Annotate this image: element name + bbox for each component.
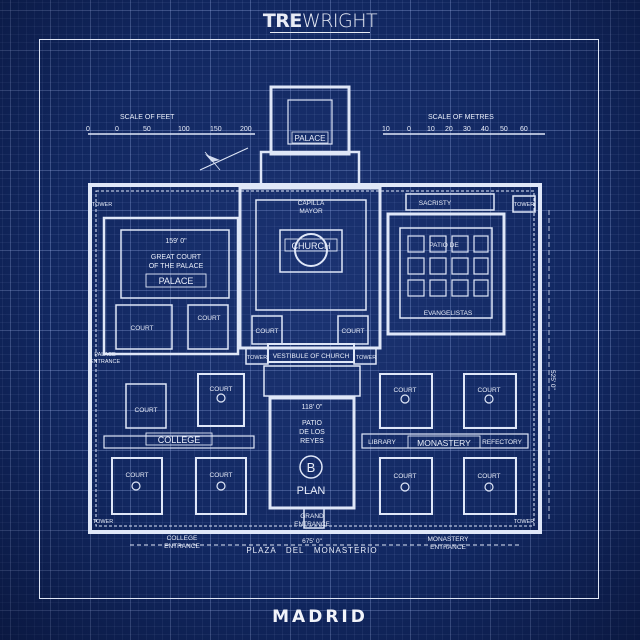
court-fountains <box>131 393 494 492</box>
label-court-2: COURT <box>198 315 221 322</box>
label-college: COLLEGE <box>158 435 201 445</box>
scale-metres-tick-8: 60 <box>520 126 528 133</box>
scale-feet-tick-1: 0 <box>86 126 90 133</box>
label-college-entrance-2: ENTRANCE <box>164 543 200 550</box>
label-court-9: COURT <box>126 472 149 479</box>
brand-name-bold: TRE <box>262 10 303 32</box>
label-plaza: PLAZA DEL MONASTERIO <box>246 546 377 555</box>
scale-metres-tick-6: 40 <box>481 126 489 133</box>
label-tower-w: TOWER <box>247 355 267 361</box>
label-court-11: COURT <box>394 473 417 480</box>
label-capilla: CAPILLA <box>298 200 325 207</box>
label-patio-evang-2: EVANGELISTAS <box>424 310 473 317</box>
label-patio-reyes-3: REYES <box>300 438 324 445</box>
scale-feet-tick-4: 100 <box>178 126 190 133</box>
label-dim-118: 118' 0" <box>302 404 323 411</box>
scale-metres-tick-1: 10 <box>382 126 390 133</box>
scale-feet-tick-3: 50 <box>143 126 151 133</box>
label-library: LIBRARY <box>368 439 396 446</box>
label-college-entrance-1: COLLEGE <box>167 535 198 542</box>
label-dim-675: 675' 0" <box>302 538 323 545</box>
scale-metres-tick-4: 20 <box>445 126 453 133</box>
label-court-6: COURT <box>210 386 233 393</box>
label-plan-letter: B <box>307 460 316 475</box>
label-court-7: COURT <box>394 387 417 394</box>
north-arrow-icon <box>199 147 249 171</box>
label-dim-159: 159' 0" <box>165 238 187 245</box>
scale-feet-title: SCALE OF FEET <box>120 114 175 121</box>
label-patio-evang-1: PATIO DE <box>429 242 459 249</box>
label-vestibule: VESTIBULE OF CHURCH <box>273 353 350 360</box>
label-palace-top: PALACE <box>295 134 326 143</box>
label-monastery-entrance-2: ENTRANCE <box>430 544 466 551</box>
scale-metres-title: SCALE OF METRES <box>428 114 494 121</box>
plan-labels: PALACE CAPILLA MAYOR CHURCH SACRISTY TOW… <box>90 131 556 555</box>
label-refectory: REFECTORY <box>482 439 523 446</box>
scale-metres-tick-5: 30 <box>463 126 471 133</box>
label-plan-word: PLAN <box>297 485 326 497</box>
brand-logo: TREWRIGHT <box>0 10 640 32</box>
label-church: CHURCH <box>292 241 331 251</box>
scale-of-metres: SCALE OF METRES 10 0 10 20 30 40 50 60 <box>382 114 545 135</box>
label-monastery: MONASTERY <box>417 438 471 448</box>
label-tower-se: TOWER <box>514 519 534 525</box>
brand-name-light: WRIGHT <box>301 10 378 32</box>
label-sacristy: SACRISTY <box>419 200 452 207</box>
scale-feet-tick-2: 0 <box>115 126 119 133</box>
scale-feet-tick-6: 200 <box>240 126 252 133</box>
label-tower-e: TOWER <box>356 355 376 361</box>
label-patio-reyes-2: DE LOS <box>299 429 325 436</box>
label-palace: PALACE <box>159 276 194 286</box>
label-court-1: COURT <box>131 325 154 332</box>
building-walls <box>88 85 550 546</box>
plan-b-circle <box>299 455 323 479</box>
scale-metres-tick-3: 10 <box>427 126 435 133</box>
brand-underline <box>270 32 370 33</box>
white-frame <box>39 39 599 599</box>
label-court-8: COURT <box>478 387 501 394</box>
label-dim-525: 525' 0" <box>549 370 556 391</box>
label-court-10: COURT <box>210 472 233 479</box>
label-court-5: COURT <box>135 407 158 414</box>
label-court-12: COURT <box>478 473 501 480</box>
label-palace-entrance-1: PALACE <box>94 352 116 358</box>
label-tower-sw: TOWER <box>93 519 113 525</box>
label-patio-reyes-1: PATIO <box>302 420 323 427</box>
scale-metres-tick-7: 50 <box>500 126 508 133</box>
scale-feet-tick-5: 150 <box>210 126 222 133</box>
label-grand-entrance-2: ENTRANCE <box>294 521 330 528</box>
scale-of-feet: SCALE OF FEET 0 0 50 100 150 200 <box>86 114 255 135</box>
label-court-4: COURT <box>342 328 365 335</box>
album-title: MADRID <box>272 607 368 627</box>
label-grand-entrance-1: GRAND <box>300 513 324 520</box>
label-tower-ne: TOWER <box>514 202 534 208</box>
label-monastery-entrance-1: MONASTERY <box>427 536 469 543</box>
label-mayor: MAYOR <box>299 208 323 215</box>
scale-metres-tick-2: 0 <box>407 126 411 133</box>
label-palace-entrance-2: ENTRANCE <box>90 359 121 365</box>
label-court-3: COURT <box>256 328 279 335</box>
patio-evangelistas-grid <box>407 235 489 297</box>
label-great-court-1: GREAT COURT <box>151 254 202 261</box>
label-great-court-2: OF THE PALACE <box>149 263 204 270</box>
label-tower-nw: TOWER <box>92 202 112 208</box>
